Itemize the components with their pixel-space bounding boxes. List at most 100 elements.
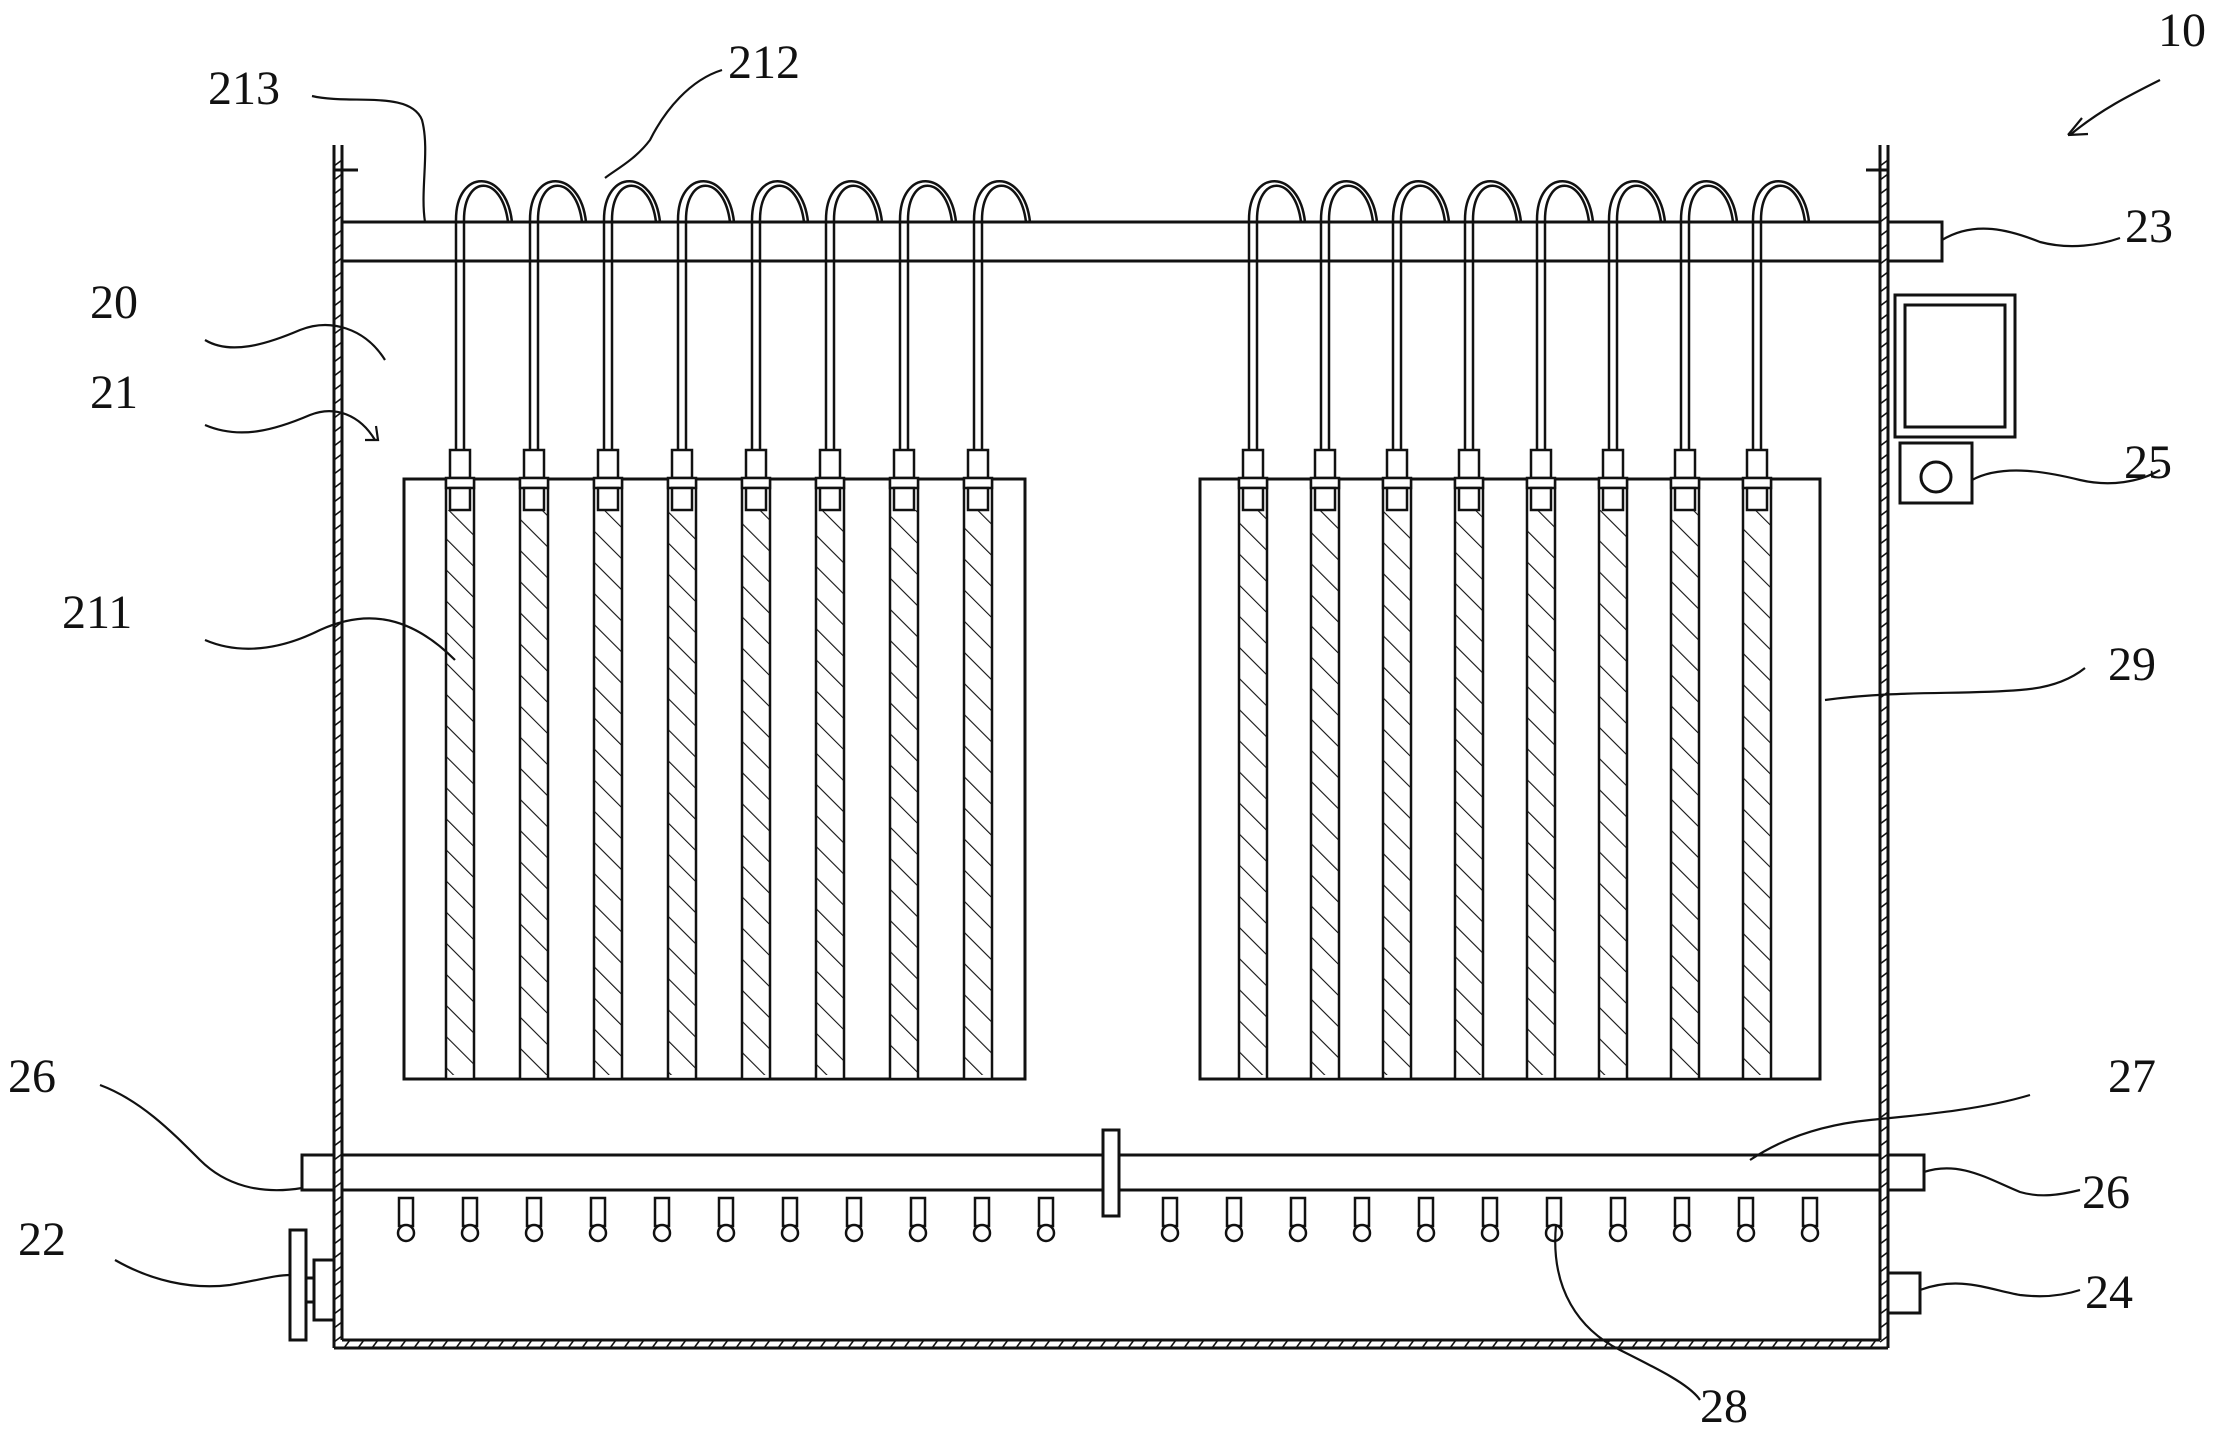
wall-tick: [1547, 1339, 1555, 1349]
wall-tick: [1463, 1339, 1471, 1349]
wall-tick: [333, 649, 343, 657]
wall-tick: [1879, 663, 1889, 671]
wall-tick: [333, 425, 343, 433]
nozzle: [717, 1196, 735, 1228]
wall-tick: [333, 159, 343, 167]
wall-tick: [333, 971, 343, 979]
wall-tick: [333, 1335, 343, 1343]
wall-tick: [343, 1339, 351, 1349]
membrane-fitting: [744, 448, 768, 480]
wall-tick: [1879, 439, 1889, 447]
wall-tick: [1879, 1069, 1889, 1077]
tube-212: [758, 184, 806, 450]
wall-tick: [1879, 775, 1889, 783]
membrane-cap: [1309, 476, 1341, 490]
membrane-neck: [1385, 486, 1409, 512]
membrane-fitting: [892, 448, 916, 480]
tube-212: [1615, 184, 1663, 450]
wall-tick: [1879, 523, 1889, 531]
tube-212: [1255, 184, 1303, 450]
wall-tick: [333, 341, 343, 349]
membrane-neck: [1313, 486, 1337, 512]
nozzle: [781, 1196, 799, 1228]
wall-tick: [385, 1339, 393, 1349]
membrane-cap: [592, 476, 624, 490]
wall-tick: [1879, 999, 1889, 1007]
wall-tick: [1879, 1097, 1889, 1105]
wall-tick: [1879, 551, 1889, 559]
tube-212: [898, 180, 958, 450]
tube-212: [528, 180, 588, 450]
wall-tick: [371, 1339, 379, 1349]
wall-tick: [333, 985, 343, 993]
wall-tick: [333, 1251, 343, 1259]
wall-tick: [1879, 747, 1889, 755]
wall-tick: [333, 789, 343, 797]
nozzle-tip: [1800, 1223, 1820, 1243]
nozzle-tip: [1736, 1223, 1756, 1243]
nozzle-tip: [460, 1223, 480, 1243]
wall-tick: [1701, 1339, 1709, 1349]
wall-tick: [333, 677, 343, 685]
wall-tick: [1071, 1339, 1079, 1349]
nozzle-tip: [524, 1223, 544, 1243]
wall-tick: [333, 775, 343, 783]
label-26-left: 26: [8, 1050, 56, 1103]
wall-tick: [1879, 733, 1889, 741]
wall-tick: [1879, 859, 1889, 867]
wall-tick: [1841, 1339, 1849, 1349]
membrane-cap: [444, 476, 476, 490]
wall-tick: [1253, 1339, 1261, 1349]
wall-tick: [651, 1339, 659, 1349]
membrane-cap: [1237, 476, 1269, 490]
wall-tick: [1879, 887, 1889, 895]
nozzle-tip: [1544, 1223, 1564, 1243]
membrane-fitting: [1457, 448, 1481, 480]
wall-tick: [333, 1237, 343, 1245]
nozzle-tip: [780, 1223, 800, 1243]
wall-tick: [1879, 173, 1889, 181]
wall-tick: [333, 1083, 343, 1091]
wall-tick: [483, 1339, 491, 1349]
wall-tick: [1879, 929, 1889, 937]
wall-tick: [623, 1339, 631, 1349]
membrane-hatch: [1455, 510, 1483, 1075]
wall-tick: [749, 1339, 757, 1349]
wall-tick: [1879, 271, 1889, 279]
nozzle-tip: [396, 1223, 416, 1243]
wall-tick: [1879, 803, 1889, 811]
wall-tick: [1879, 817, 1889, 825]
nozzle: [845, 1196, 863, 1228]
wall-tick: [1015, 1339, 1023, 1349]
wall-tick: [1879, 1237, 1889, 1245]
wall-tick: [333, 173, 343, 181]
membrane-module-left: [402, 448, 1027, 1081]
membrane-cap: [1597, 476, 1629, 490]
wall-tick: [1197, 1339, 1205, 1349]
nozzle: [525, 1196, 543, 1228]
nozzle: [653, 1196, 671, 1228]
leader-lines: [99, 68, 2161, 1401]
tube-212: [454, 180, 514, 450]
wall-tick: [1879, 873, 1889, 881]
wall-tick: [333, 201, 343, 209]
wall-tick: [1449, 1339, 1457, 1349]
tube-212: [824, 180, 884, 450]
wall-tick: [333, 369, 343, 377]
sensor-box: [1893, 293, 2017, 505]
wall-tick: [1879, 621, 1889, 629]
wall-tick: [1879, 397, 1889, 405]
wall-tick: [1659, 1339, 1667, 1349]
nozzle: [589, 1196, 607, 1228]
wall-tick: [1855, 1339, 1863, 1349]
tube-212: [1535, 180, 1595, 450]
membrane-neck: [1241, 486, 1265, 512]
wall-tick: [333, 257, 343, 265]
wall-tick: [637, 1339, 645, 1349]
label-213: 213: [208, 62, 280, 115]
wall-tick: [1323, 1339, 1331, 1349]
wall-tick: [1879, 1083, 1889, 1091]
membrane-cap: [1381, 476, 1413, 490]
wall-tick: [1879, 355, 1889, 363]
wall-tick: [1879, 831, 1889, 839]
